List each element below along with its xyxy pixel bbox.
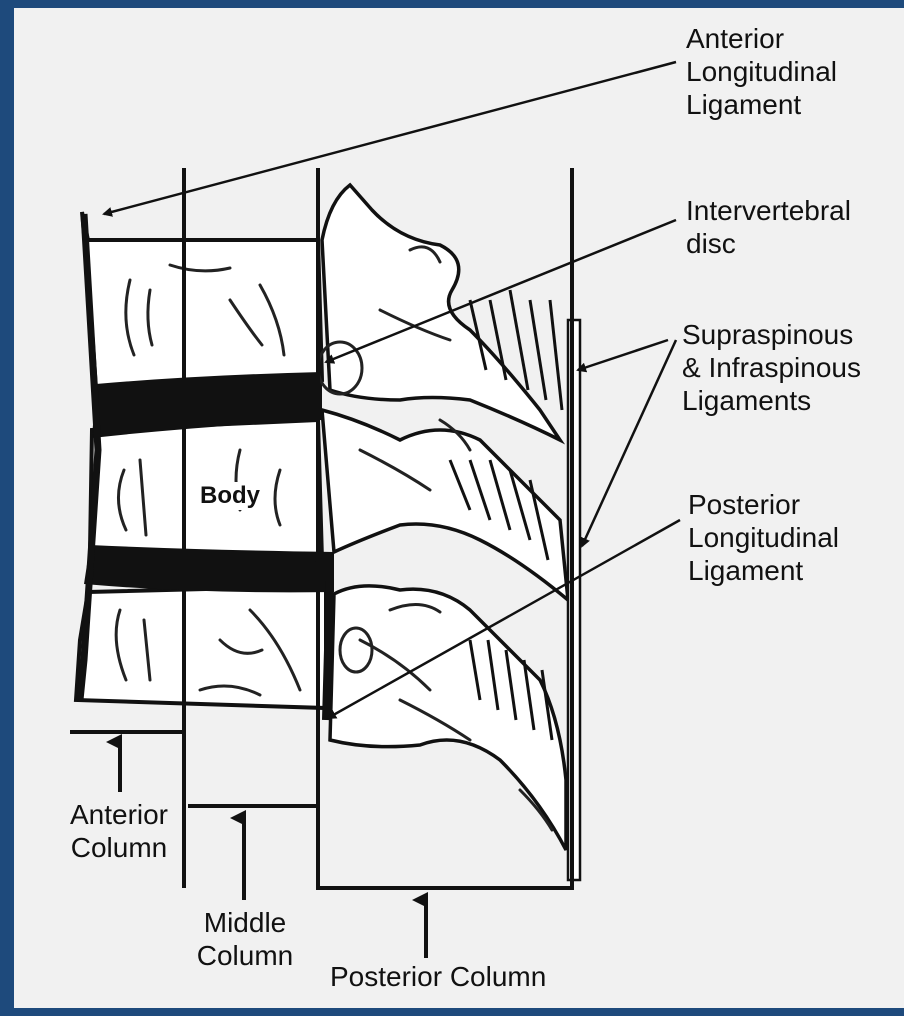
spinous-process-middle <box>322 410 568 600</box>
label-anterior-longitudinal-ligament: Anterior Longitudinal Ligament <box>686 22 837 121</box>
label-posterior-column: Posterior Column <box>330 960 546 993</box>
label-supraspinous-infraspinous-ligaments: Supraspinous & Infraspinous Ligaments <box>682 318 861 417</box>
vertebral-body-upper <box>82 212 322 388</box>
arrow-anterior-longitudinal-ligament <box>104 62 676 214</box>
label-anterior-column: Anterior Column <box>44 798 194 864</box>
label-posterior-longitudinal-ligament: Posterior Longitudinal Ligament <box>688 488 839 587</box>
arrow-supraspinous-ligament-upper <box>578 340 668 370</box>
label-body: Body <box>196 482 264 510</box>
spinous-process-upper <box>322 185 560 440</box>
disc-lower <box>84 545 334 592</box>
posterior-elements <box>322 185 568 850</box>
label-middle-column: Middle Column <box>180 906 310 972</box>
arrow-supraspinous-ligament-lower <box>582 340 676 546</box>
label-intervertebral-disc: Intervertebral disc <box>686 194 851 260</box>
vertebral-bodies <box>76 212 326 708</box>
spinous-process-lower <box>330 586 566 850</box>
